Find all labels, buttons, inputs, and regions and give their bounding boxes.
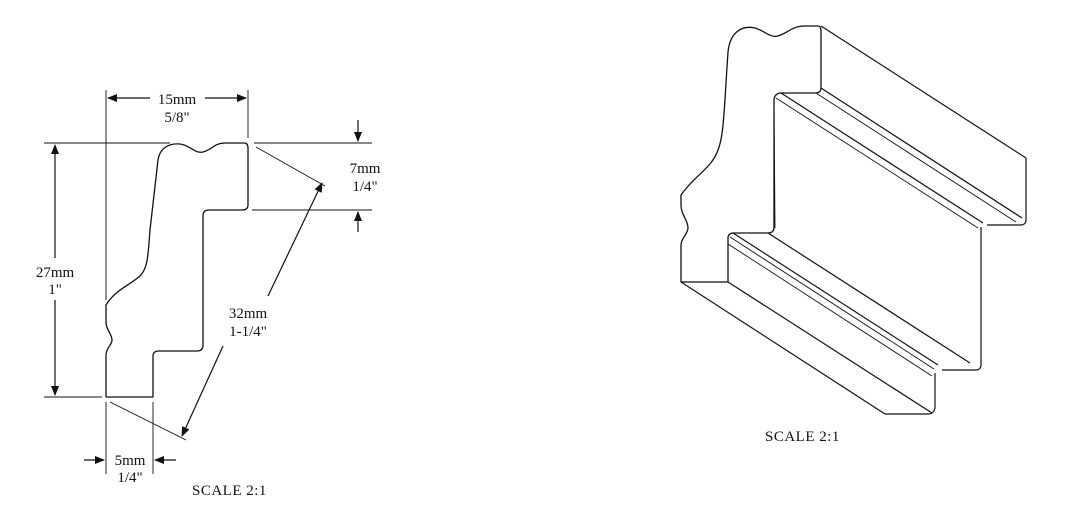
height-dim-mm: 27mm: [36, 265, 75, 281]
diagonal-dim-mm: 32mm: [229, 306, 268, 322]
isometric-view: SCALE 2:1: [680, 25, 1027, 445]
profile-outline: [105, 142, 249, 398]
diagonal-dim-inch: 1-1/4": [229, 324, 267, 340]
base-dim-mm: 5mm: [115, 453, 146, 469]
width-dim-inch: 5/8": [164, 110, 189, 126]
lip-dim-inch: 1/4": [352, 179, 377, 195]
profile-view: 15mm 5/8" 27mm 1" 7mm 1/4" 32mm 1-1/4" 5…: [36, 90, 381, 499]
profile-scale-label: SCALE 2:1: [192, 483, 267, 499]
iso-front-face: [680, 25, 822, 283]
base-dim-inch: 1/4": [117, 470, 142, 486]
isometric-scale-label: SCALE 2:1: [765, 429, 840, 445]
width-dim-mm: 15mm: [158, 92, 197, 108]
lip-dim-mm: 7mm: [350, 161, 381, 177]
height-dim-inch: 1": [48, 282, 62, 298]
